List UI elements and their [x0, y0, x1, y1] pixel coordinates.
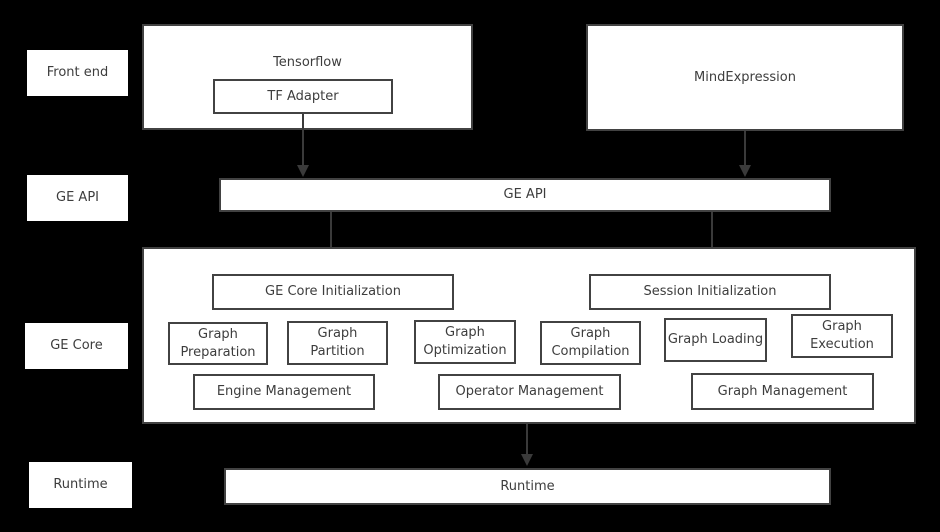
arrow-line-geapi-to-gecore-init — [330, 212, 332, 262]
tf-adapter-box: TF Adapter — [213, 79, 393, 114]
engine-management-box: Engine Management — [193, 374, 375, 410]
tensorflow-box — [142, 24, 473, 130]
ge-api-bar: GE API — [219, 178, 831, 212]
graph-loading-box: Graph Loading — [664, 318, 767, 362]
arrow-line-geapi-to-session-init — [711, 212, 713, 262]
graph-partition-box: Graph Partition — [287, 321, 388, 365]
graph-optimization-box: Graph Optimization — [414, 320, 516, 364]
tensorflow-label: Tensorflow — [273, 55, 342, 70]
arrow-head-gecore-to-runtime — [521, 454, 533, 466]
arrow-line-mindexpression-to-geapi — [744, 131, 746, 166]
mindexpression-box: MindExpression — [586, 24, 904, 131]
graph-preparation-box: Graph Preparation — [168, 322, 268, 365]
ge-core-initialization-box: GE Core Initialization — [212, 274, 454, 310]
graph-compilation-box: Graph Compilation — [540, 321, 641, 365]
operator-management-box: Operator Management — [438, 374, 621, 410]
layer-label-ge-core: GE Core — [25, 323, 128, 369]
layer-label-ge-api: GE API — [27, 175, 128, 221]
arrow-head-tfadapter-to-geapi — [297, 165, 309, 177]
arrow-head-mindexpression-to-geapi — [739, 165, 751, 177]
arrow-line-gecore-to-runtime — [526, 424, 528, 455]
layer-label-front-end: Front end — [27, 50, 128, 96]
session-initialization-box: Session Initialization — [589, 274, 831, 310]
runtime-bar: Runtime — [224, 468, 831, 505]
layer-label-runtime: Runtime — [29, 462, 132, 508]
graph-execution-box: Graph Execution — [791, 314, 893, 358]
graph-management-box: Graph Management — [691, 373, 874, 410]
arrow-line-tfadapter-to-geapi — [302, 114, 304, 166]
